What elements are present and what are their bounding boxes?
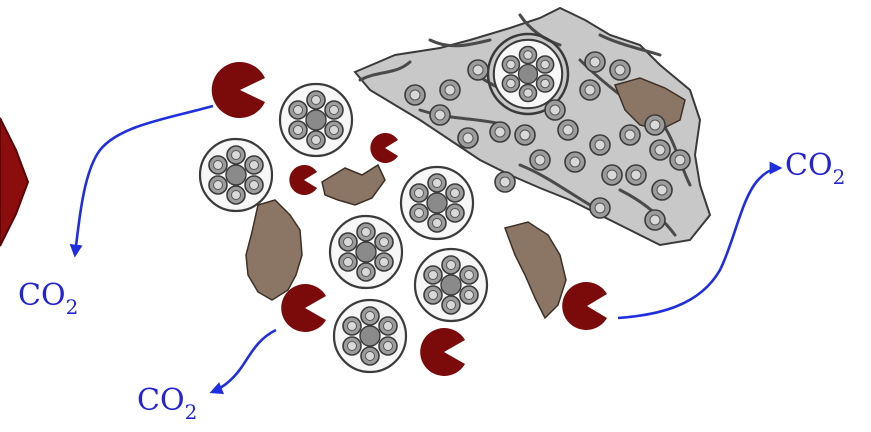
organic-debris-1: [322, 165, 385, 205]
microaggregate-1: [280, 84, 352, 156]
microaggregate-5: [415, 249, 487, 321]
co2-arrow-left: [75, 106, 213, 255]
microaggregate-2: [200, 139, 272, 211]
co2-arrow-bottom: [212, 330, 276, 392]
organic-debris-3: [505, 222, 566, 318]
microbe-2: [370, 133, 398, 163]
microbe-1: [212, 62, 265, 118]
microbe-5: [420, 328, 465, 376]
organic-debris-2: [246, 200, 302, 300]
co2-label-left: CO2: [18, 278, 78, 319]
co2-label-right: CO2: [785, 148, 845, 189]
microaggregate-4: [330, 216, 402, 288]
microbe-4: [281, 284, 326, 332]
microaggregate-6: [334, 300, 406, 372]
microbe-6: [562, 282, 607, 330]
microbe-3: [289, 165, 317, 195]
process-arrow-shape: [0, 118, 28, 246]
co2-label-bottom: CO2: [137, 383, 197, 424]
microaggregate-3: [401, 167, 473, 239]
